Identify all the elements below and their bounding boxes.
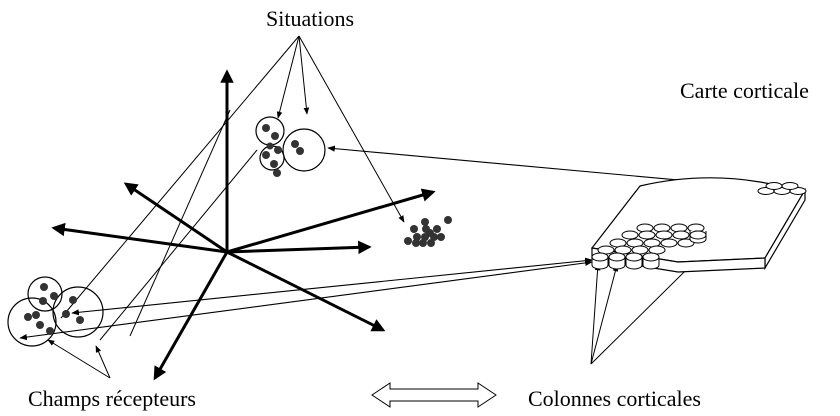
label-champs-recepteurs: Champs récepteurs: [28, 386, 196, 411]
label-carte-corticale: Carte corticale: [680, 78, 809, 103]
situation-cluster-middle: [404, 216, 452, 247]
axis-upper-left: [123, 182, 228, 254]
double-arrow-icon: [371, 382, 497, 408]
axis-lower-right: [226, 250, 386, 332]
cortical-columns-grid: [591, 223, 707, 270]
axis-right: [226, 240, 372, 255]
cortical-column-group-corner: [757, 182, 807, 195]
label-colonnes-corticales: Colonnes corticales: [528, 386, 701, 411]
axis-upper-right: [226, 188, 436, 254]
receptive-field-cluster: [7, 276, 104, 347]
feature-space-axes: [51, 69, 436, 381]
situation-cluster-upper: [255, 116, 326, 177]
label-situations: Situations: [266, 6, 354, 31]
axis-left: [51, 222, 228, 254]
receptive-field-to-column-arrow-2: [19, 259, 593, 341]
cortical-map: [590, 177, 807, 273]
